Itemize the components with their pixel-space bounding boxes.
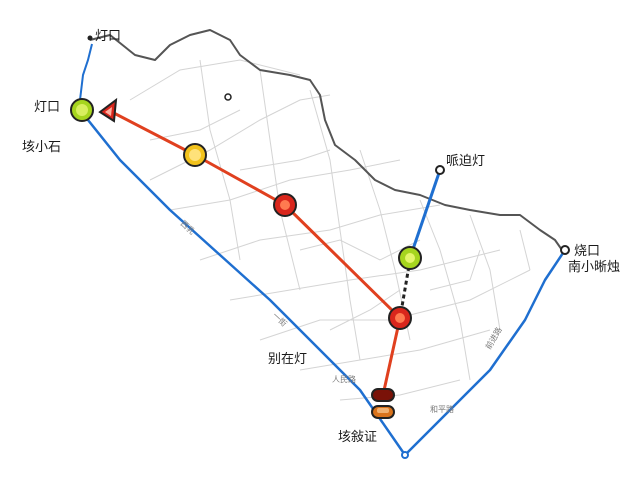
terminal-node-bottom[interactable] [401,451,409,459]
label-top-left: 灯口 [95,29,122,44]
district-boundary [89,29,563,251]
station-red-1[interactable] [273,193,297,217]
blue-line [79,109,567,457]
terminal-node-right-end[interactable] [560,245,570,255]
road-label-e: 前进路 [483,325,504,351]
label-right-top: 哌迫灯 [446,154,486,169]
pill-marker-icon[interactable] [371,388,395,419]
terminal-node-top-left[interactable] [87,35,93,41]
road-label-c: 人民路 [332,374,356,384]
terminal-node-right-top[interactable] [435,165,445,175]
boundary-stub [79,43,93,101]
label-right-end: 烧口 [574,244,601,259]
station-red-2[interactable] [388,306,412,330]
blue-branch [408,169,442,259]
station-green[interactable] [398,246,422,270]
label-left-sub: 垓小石 [22,140,62,155]
label-middle-bottom: 别在灯 [268,352,308,367]
label-bottom: 垓敍证 [338,430,378,445]
station-yellow[interactable] [183,143,207,167]
red-route [107,108,402,396]
road-label-b: 一街 [271,310,290,328]
label-right-end-sub: 南小晰烛 [568,260,621,275]
label-left-station: 灯口 [34,100,61,115]
poi-dot[interactable] [224,93,232,101]
station-left[interactable] [70,98,94,122]
road-label-d: 和平路 [430,404,454,414]
